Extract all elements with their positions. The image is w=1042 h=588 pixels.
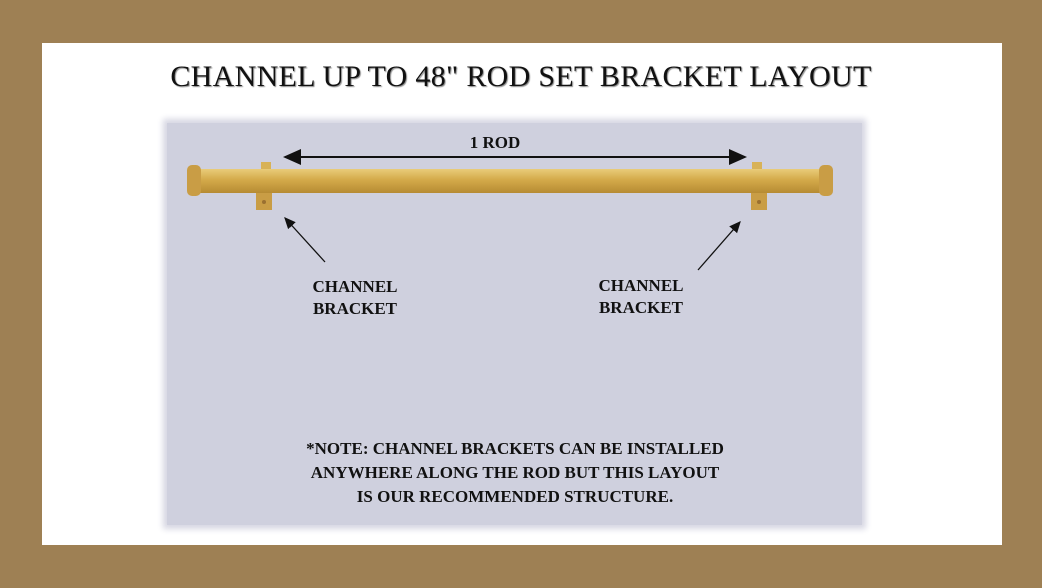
left-finial [187, 165, 201, 196]
left-bracket-label-line2: BRACKET [312, 299, 398, 318]
page-title: CHANNEL UP TO 48" ROD SET BRACKET LAYOUT [170, 60, 872, 93]
right-bracket-label: CHANNEL BRACKET [566, 275, 716, 319]
right-finial [819, 165, 833, 196]
right-bracket-label-line1: CHANNEL [598, 276, 684, 295]
note-text: *NOTE: CHANNEL BRACKETS CAN BE INSTALLED… [215, 437, 815, 509]
note-line3: IS OUR RECOMMENDED STRUCTURE. [356, 487, 674, 506]
left-bracket-label: CHANNEL BRACKET [280, 276, 430, 320]
left-bracket-label-line1: CHANNEL [312, 277, 398, 296]
rod-label: 1 ROD [469, 133, 521, 152]
left-bracket-arrow [284, 217, 326, 263]
right-bracket-arrow [697, 221, 741, 271]
note-line2: ANYWHERE ALONG THE ROD BUT THIS LAYOUT [310, 463, 720, 482]
curtain-rod [195, 169, 825, 193]
right-bracket-label-line2: BRACKET [598, 298, 684, 317]
note-line1: *NOTE: CHANNEL BRACKETS CAN BE INSTALLED [306, 439, 724, 458]
